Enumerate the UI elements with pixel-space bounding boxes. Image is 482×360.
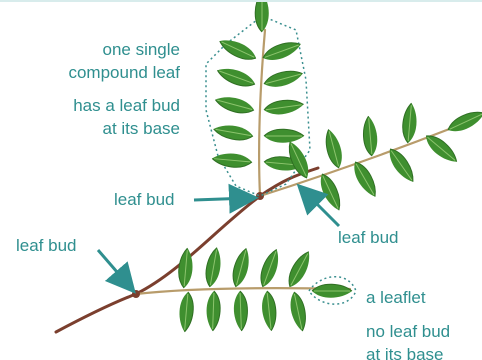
- no-bud-label-line2: at its base: [366, 343, 450, 360]
- base-bud-label-line1: has a leaf bud: [34, 94, 180, 117]
- base-bud-label: has a leaf bud at its base: [34, 94, 180, 140]
- arrow-icon: [98, 250, 130, 287]
- compound-leaf-label-line2: compound leaf: [32, 61, 180, 84]
- no-bud-label: no leaf bud at its base: [366, 320, 450, 360]
- base-bud-label-line2: at its base: [34, 117, 180, 140]
- top-rachis: [259, 30, 265, 196]
- upper-right-compound-leaf: [284, 103, 482, 214]
- leaf-bud-left-label: leaf bud: [16, 234, 77, 257]
- leaflet-label: a leaflet: [366, 286, 426, 309]
- leaf-bud-center-label: leaf bud: [114, 188, 175, 211]
- leaf-bud-left: [132, 290, 140, 298]
- leaf-bud-right-label: leaf bud: [338, 226, 399, 249]
- compound-leaf-label: one single compound leaf: [32, 38, 180, 84]
- compound-leaf-label-line1: one single: [32, 38, 180, 61]
- leaf-bud-center: [256, 192, 264, 200]
- no-bud-label-line1: no leaf bud: [366, 320, 450, 343]
- arrow-icon: [194, 198, 250, 200]
